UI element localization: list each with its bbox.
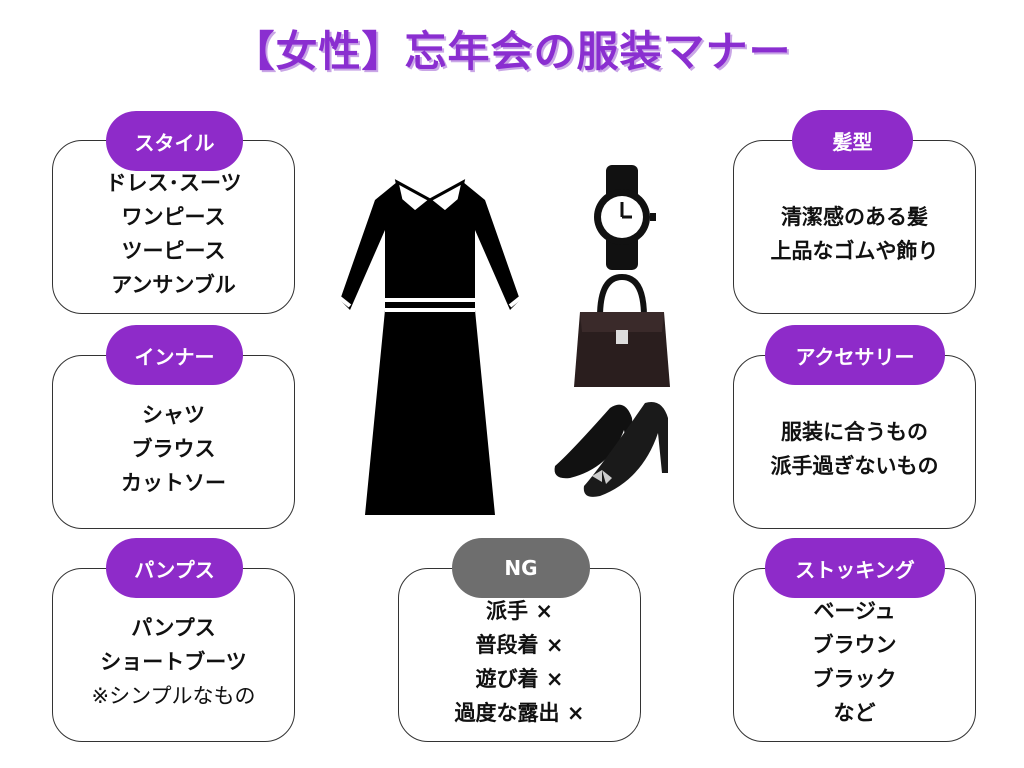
ng-item: 過度な露出 × — [454, 701, 585, 725]
accessory-item: 服装に合うもの — [781, 420, 928, 444]
style-item: ツーピース — [121, 239, 226, 263]
style-item: ワンピース — [121, 205, 226, 229]
handbag-icon — [574, 273, 670, 387]
style-item: ドレス･スーツ — [105, 171, 242, 195]
inner-item: カットソー — [121, 471, 226, 495]
style-item: アンサンブル — [111, 273, 236, 297]
watch-icon — [594, 165, 656, 270]
dress-icon — [338, 179, 522, 515]
stocking-item: ベージュ — [813, 599, 896, 623]
pumps-item: パンプス — [131, 616, 216, 640]
pumps-note: ※シンプルなもの — [91, 684, 256, 708]
inner-item: ブラウス — [131, 437, 216, 461]
stocking-item: ブラック — [812, 667, 897, 691]
page-title: 【女性】忘年会の服装マナー — [232, 27, 792, 76]
stocking-item: ブラウン — [812, 633, 897, 657]
hair-item: 清潔感のある髪 — [781, 205, 928, 229]
accessory-card: 服装に合うもの 派手過ぎないもの — [733, 355, 976, 529]
accessory-item: 派手過ぎないもの — [770, 454, 939, 478]
inner-label: インナー — [106, 325, 243, 385]
ng-label: NG — [452, 538, 590, 598]
ng-item: 遊び着 × — [475, 667, 564, 691]
high-heels-icon — [554, 402, 668, 497]
ng-item: 普段着 × — [475, 633, 564, 657]
style-label: スタイル — [106, 111, 243, 171]
hair-item: 上品なゴムや飾り — [770, 239, 939, 263]
ng-item: 派手 × — [486, 599, 553, 623]
stocking-label: ストッキング — [765, 538, 945, 598]
stocking-item: など — [833, 701, 876, 725]
accessory-label: アクセサリー — [765, 325, 945, 385]
ng-card: 派手 × 普段着 × 遊び着 × 過度な露出 × — [398, 568, 641, 742]
pumps-label: パンプス — [106, 538, 243, 598]
pumps-item: ショートブーツ — [100, 650, 247, 674]
inner-item: シャツ — [142, 403, 205, 427]
hair-label: 髪型 — [792, 110, 913, 170]
